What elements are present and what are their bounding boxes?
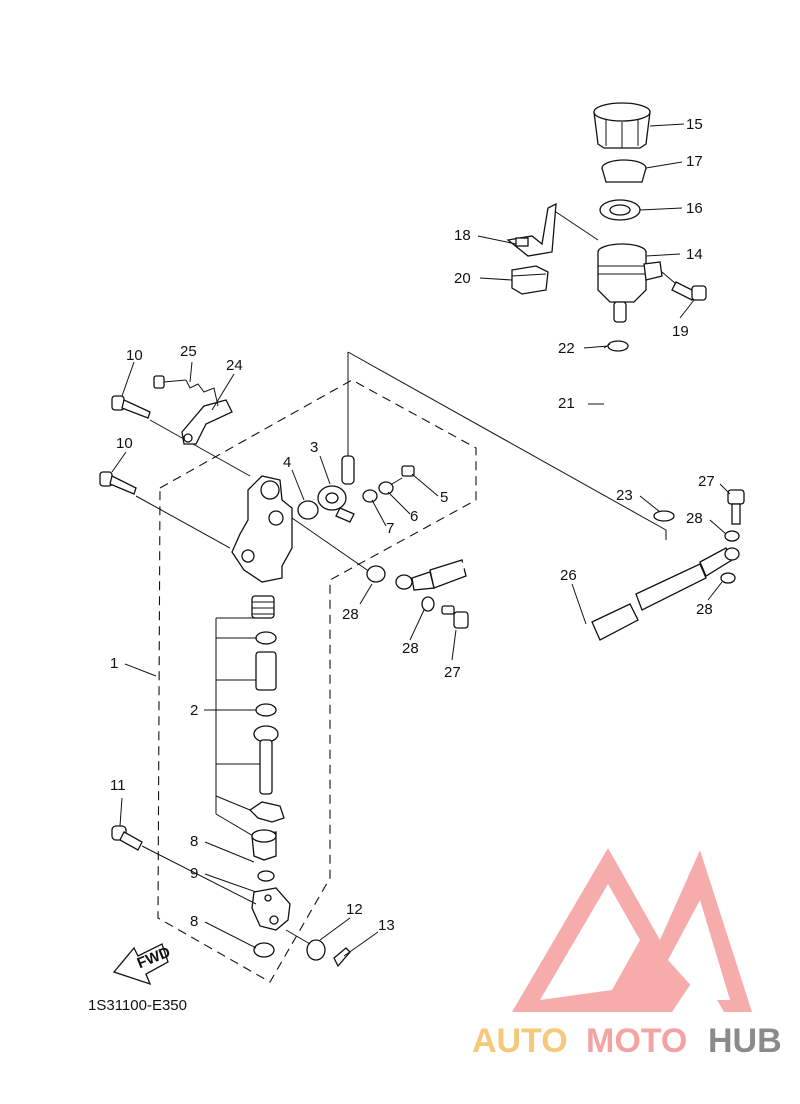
bracket-18-icon — [506, 202, 599, 257]
callout-17: 17 — [686, 153, 703, 170]
washer-7-icon — [362, 489, 378, 503]
callout-9: 9 — [190, 865, 198, 882]
callout-4: 4 — [283, 454, 291, 471]
bolt-27-lower-icon — [441, 605, 469, 629]
master-cylinder-body-icon — [231, 475, 371, 583]
clevis-icon — [251, 887, 291, 931]
bolt-10-lower-icon — [99, 471, 231, 549]
diagram-code: 1S31100-E350 — [88, 997, 187, 1014]
callout-28-b: 28 — [402, 640, 419, 657]
callout-10-a: 10 — [126, 347, 143, 364]
washer-28-c-icon — [720, 572, 736, 584]
screw-5-icon — [391, 465, 415, 485]
callout-numbers: 1 2 3 4 5 6 7 8 8 9 10 10 11 12 13 14 15… — [110, 116, 715, 934]
bolt-27-upper-icon — [727, 489, 745, 525]
callout-3: 3 — [310, 439, 318, 456]
callout-15: 15 — [686, 116, 703, 133]
watermark-moto: MOTO — [586, 1022, 687, 1060]
washer-6-icon — [378, 481, 394, 495]
boot-8-upper-icon — [251, 829, 277, 861]
washer-28-d-icon — [421, 596, 435, 612]
plate-17-icon — [601, 159, 647, 183]
callout-8-a: 8 — [190, 833, 198, 850]
washer-28-b-icon — [724, 530, 740, 542]
leader-lines — [111, 123, 731, 957]
bracket-24-icon — [181, 399, 233, 445]
callout-14: 14 — [686, 246, 703, 263]
callout-24: 24 — [226, 357, 243, 374]
cotter-pin-13-icon — [333, 947, 351, 968]
hose-joint-3-icon — [317, 455, 355, 523]
callout-5: 5 — [440, 489, 448, 506]
callout-27-a: 27 — [698, 473, 715, 490]
bolt-10-upper-icon — [111, 395, 251, 477]
fwd-arrow-icon — [112, 943, 169, 986]
callout-21: 21 — [558, 395, 575, 412]
callout-19: 19 — [672, 323, 689, 340]
washer-28-a-icon — [366, 565, 386, 583]
callout-10-b: 10 — [116, 435, 133, 452]
callout-6: 6 — [410, 508, 418, 525]
callout-26: 26 — [560, 567, 577, 584]
callout-22: 22 — [558, 340, 575, 357]
callout-28-a: 28 — [342, 606, 359, 623]
callout-28-d: 28 — [696, 601, 713, 618]
callout-12: 12 — [346, 901, 363, 918]
bolt-25-icon — [153, 375, 219, 407]
o-ring-4-icon — [297, 500, 319, 520]
bracket-line — [347, 351, 667, 540]
callout-13: 13 — [378, 917, 395, 934]
callout-28-c: 28 — [686, 510, 703, 527]
callout-7: 7 — [386, 520, 394, 537]
watermark-hub: HUB — [708, 1022, 782, 1060]
callout-20: 20 — [454, 270, 471, 287]
clamp-23-icon — [653, 510, 675, 522]
watermark-auto: AUTO — [472, 1022, 568, 1060]
hose-21-icon — [602, 370, 669, 501]
piston-kit-2-icon — [215, 595, 285, 841]
callout-23: 23 — [616, 487, 633, 504]
callout-1: 1 — [110, 655, 118, 672]
pin-11-icon — [111, 825, 257, 905]
watermark-logo-icon — [512, 848, 752, 1012]
washer-12-icon — [306, 939, 326, 961]
callout-18: 18 — [454, 227, 471, 244]
brake-hose-26-icon — [395, 547, 740, 651]
callout-16: 16 — [686, 200, 703, 217]
nut-8-lower-icon — [253, 942, 275, 958]
assembly-boundary — [157, 379, 477, 983]
callout-27-b: 27 — [444, 664, 461, 681]
reservoir-14-icon — [597, 243, 663, 323]
damper-20-icon — [511, 265, 549, 295]
nut-9-icon — [257, 870, 275, 882]
callout-11: 11 — [110, 777, 126, 794]
callout-25: 25 — [180, 343, 197, 360]
bolt-19-icon — [661, 271, 707, 301]
callout-8-b: 8 — [190, 913, 198, 930]
callout-2: 2 — [190, 702, 198, 719]
diaphragm-16-icon — [599, 199, 641, 221]
cap-15-icon — [593, 102, 651, 149]
